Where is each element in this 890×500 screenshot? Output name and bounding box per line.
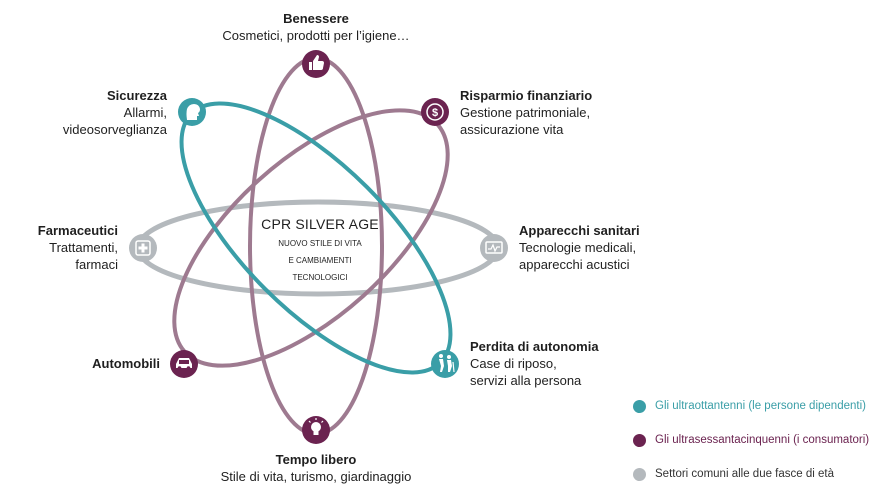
label-apparecchi: Apparecchi sanitari Tecnologie medicali,… [519,222,689,273]
legend-dot-teal [633,399,646,413]
elderly-assist-icon [439,354,455,373]
monitor-icon [485,241,503,254]
label-benessere-title: Benessere [283,11,349,26]
lightbulb-icon [308,418,324,435]
legend-label-comuni: Settori comuni alle due fasce di età [655,468,834,480]
label-sicurezza-desc-2: videosorveglianza [62,122,167,137]
label-risparmio: Risparmio finanziario Gestione patrimoni… [460,87,640,138]
center-subtitle-line-1: NUOVO STILE DI VITA [278,239,362,248]
legend-item-comuni: Settori comuni alle due fasce di età [633,465,869,483]
label-apparecchi-title: Apparecchi sanitari [519,223,640,238]
label-perdita-desc-2: servizi alla persona [470,373,582,388]
center-subtitle-line-2: E CAMBIAMENTI [288,256,352,265]
label-apparecchi-desc-2: apparecchi acustici [519,257,630,272]
legend-label-ultrasessantacinquenni: Gli ultrasessantacinquenni (i consumator… [655,434,870,446]
label-farmaceutici-title: Farmaceutici [37,223,118,238]
label-farmaceutici-desc-2: farmaci [75,257,118,272]
node-automobili [170,350,198,378]
label-perdita-desc-1: Case di riposo, [470,356,557,371]
center-title-block: CPR SILVER AGE NUOVO STILE DI VITA E CAM… [250,216,390,283]
node-apparecchi [480,234,508,262]
label-tempo: Tempo libero Stile di vita, turismo, gia… [196,451,436,485]
center-subtitle-line-3: TECNOLOGICI [292,273,348,282]
label-benessere-desc: Cosmetici, prodotti per l’igiene… [222,28,410,43]
node-sicurezza [178,98,206,126]
label-risparmio-title: Risparmio finanziario [460,88,593,103]
label-tempo-desc: Stile di vita, turismo, giardinaggio [220,469,412,484]
label-risparmio-desc-1: Gestione patrimoniale, [460,105,591,120]
label-sicurezza-title: Sicurezza [107,88,167,103]
label-perdita: Perdita di autonomia Case di riposo, ser… [470,338,640,389]
label-farmaceutici-desc-1: Trattamenti, [49,240,118,255]
node-benessere [302,50,330,78]
label-sicurezza-desc-1: Allarmi, [123,105,167,120]
dollar-icon: $ [426,103,444,121]
legend-dot-grey [633,467,646,481]
thumbs-up-icon [309,55,324,70]
label-apparecchi-desc-1: Tecnologie medicali, [519,240,637,255]
label-automobili: Automobili [60,355,160,372]
legend-item-ultraottantenni: Gli ultraottantenni (le persone dipenden… [633,397,869,415]
node-risparmio: $ [421,98,449,126]
svg-text:$: $ [432,107,438,119]
label-sicurezza: Sicurezza Allarmi, videosorveglianza [20,87,167,138]
legend-item-ultrasessantacinquenni: Gli ultrasessantacinquenni (i consumator… [633,431,869,449]
node-perdita [431,350,459,378]
center-title: CPR SILVER AGE [261,216,379,232]
head-silhouette-icon [186,104,200,120]
node-tempo [302,416,330,444]
medical-cross-icon [135,240,151,256]
label-automobili-title: Automobili [92,356,160,371]
label-perdita-title: Perdita di autonomia [470,339,599,354]
label-risparmio-desc-2: assicurazione vita [460,122,564,137]
legend-label-ultraottantenni: Gli ultraottantenni (le persone dipenden… [655,400,866,412]
label-benessere: Benessere Cosmetici, prodotti per l’igie… [205,10,427,44]
node-farmaceutici [129,234,157,262]
legend-dot-plum [633,433,646,447]
label-farmaceutici: Farmaceutici Trattamenti, farmaci [10,222,118,273]
car-icon [176,358,192,370]
legend: Gli ultraottantenni (le persone dipenden… [633,397,869,499]
label-tempo-title: Tempo libero [275,452,357,467]
